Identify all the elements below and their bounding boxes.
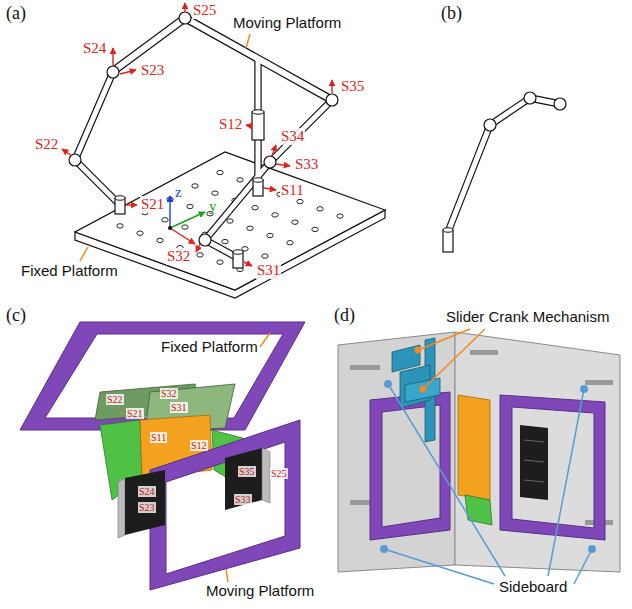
part-label: Moving Platform: [205, 582, 315, 599]
origami-model: [20, 322, 305, 590]
joint-axis-label: S35: [340, 78, 365, 95]
joints: [69, 12, 566, 268]
joint-axis-label: S21: [126, 408, 144, 419]
panel-label: (d): [333, 305, 356, 326]
joint-axis-label: S23: [140, 62, 165, 79]
joint-axis-label: S12: [218, 116, 243, 133]
part-label: Sideboard: [498, 578, 568, 595]
joint-axis-label: S32: [160, 388, 178, 399]
joint-axis-label: S11: [280, 182, 305, 199]
axis-label: y: [208, 198, 218, 215]
joint-axis-label: S21: [140, 196, 165, 213]
joint-axis-label: S24: [138, 486, 156, 497]
joint-axis-label: S22: [34, 136, 59, 153]
part-label: Fixed Platform: [160, 338, 259, 355]
sideboard-assembly: [338, 329, 620, 584]
joint-axis-label: S23: [138, 502, 156, 513]
panel-label: (c): [5, 305, 27, 326]
fixed-platform-plate: [75, 152, 385, 298]
part-label: Fixed Platform: [20, 262, 119, 279]
joint-axes: [62, 3, 332, 266]
joint-axis-label: S33: [234, 494, 252, 505]
joint-axis-label: S35: [238, 466, 256, 477]
panel-label: (b): [440, 3, 463, 24]
axis-label: z: [174, 184, 183, 201]
joint-axis-label: S34: [280, 128, 305, 145]
joint-axis-label: S33: [294, 156, 319, 173]
limb-tubes: [75, 18, 560, 258]
leader-line: [80, 247, 88, 261]
joint-axis-label: S22: [106, 394, 124, 405]
joint-axis-label: S32: [166, 248, 191, 265]
part-label: Moving Platform: [232, 14, 342, 31]
joint-axis-label: S24: [82, 40, 107, 57]
joint-axis-label: S12: [190, 440, 208, 451]
part-label: Slider Crank Mechanism: [445, 308, 610, 325]
joint-axis-label: S25: [270, 468, 288, 479]
joint-axis-label: S25: [192, 2, 217, 19]
joint-axis-label: S11: [150, 432, 167, 443]
joint-axis-label: S31: [170, 402, 188, 413]
leader-line: [246, 34, 250, 48]
panel-label: (a): [5, 3, 27, 24]
joint-axis-label: S31: [256, 262, 281, 279]
